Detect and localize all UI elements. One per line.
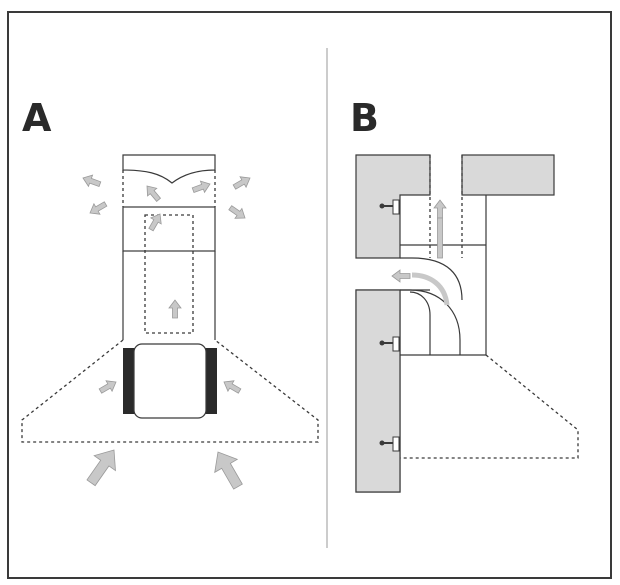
- arrow-icon: [433, 199, 447, 219]
- inner-duct: [144, 214, 194, 334]
- panel-label-b: B: [350, 96, 379, 140]
- diagram-frame: [7, 11, 612, 579]
- arrow-icon: [230, 172, 254, 193]
- arrow-shaft: [437, 217, 443, 259]
- panel-a-recirculation: [21, 154, 319, 494]
- arrow-icon: [220, 376, 244, 397]
- chimney-top-cap: [122, 154, 216, 184]
- ceiling-wall-right: [461, 154, 555, 196]
- arrow-icon: [168, 299, 182, 319]
- arrow-icon: [80, 171, 103, 191]
- arrow-icon: [145, 210, 166, 234]
- motor-unit: [133, 343, 207, 419]
- elbow-lip: [409, 291, 431, 316]
- arrow-icon: [206, 445, 250, 494]
- arrow-icon: [86, 198, 110, 219]
- arrow-icon: [226, 202, 249, 224]
- curved-arrow-shaft: [411, 272, 450, 306]
- arrow-icon: [96, 376, 120, 397]
- upper-chimney: [122, 206, 216, 252]
- motor-side-right: [205, 348, 217, 414]
- arrow-icon: [391, 269, 411, 283]
- panel-label-a: A: [22, 96, 52, 140]
- screw-icon: [379, 199, 400, 215]
- lower-wall-body: [355, 289, 401, 493]
- motor-side-left: [123, 348, 135, 414]
- screw-icon: [379, 336, 400, 352]
- screw-icon: [379, 436, 400, 452]
- elbow-inner: [400, 257, 463, 301]
- hood-canopy-side: [400, 354, 579, 459]
- panel-b-extraction: [355, 154, 579, 493]
- arrow-icon: [190, 177, 213, 197]
- arrow-icon: [141, 181, 164, 205]
- arrow-icon: [79, 442, 126, 491]
